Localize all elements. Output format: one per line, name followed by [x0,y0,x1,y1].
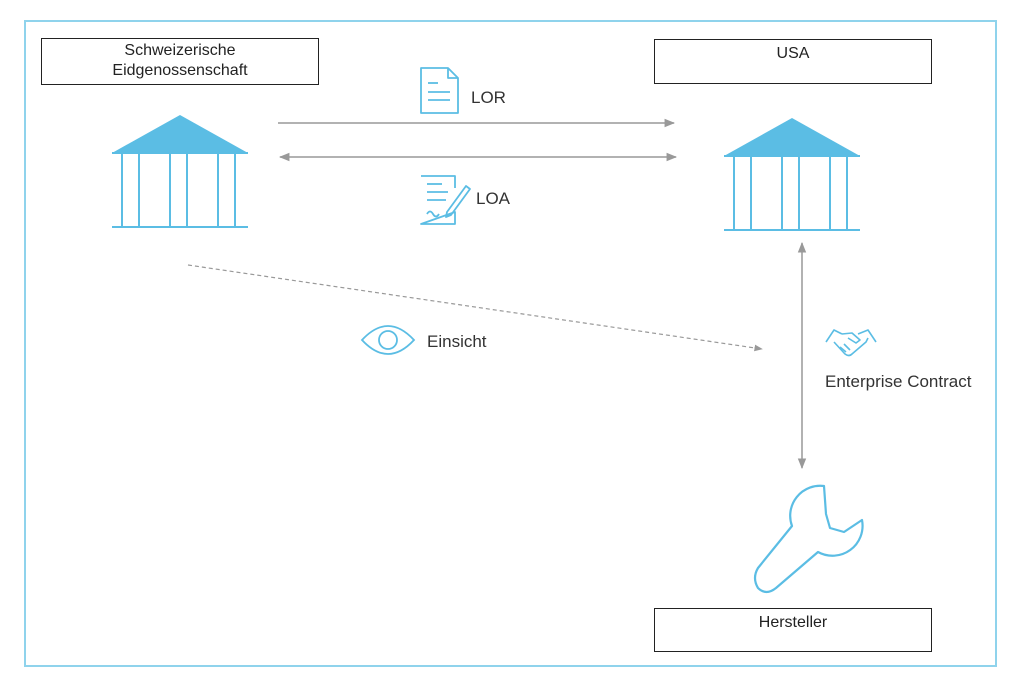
einsicht-label: Einsicht [427,332,487,351]
einsicht-arrow [187,264,763,352]
node-label: Hersteller [758,614,828,631]
government-building-icon-swiss [112,115,248,228]
node-label-line1: Schweizerische [124,42,236,59]
lor-label: LOR [471,88,506,107]
signed-document-icon [420,175,471,225]
government-building-icon-usa [724,118,860,231]
eye-icon [360,325,416,355]
node-usa: USA [654,39,932,84]
enterprise-contract-label: Enterprise Contract [825,372,972,391]
node-hersteller: Hersteller [654,608,932,652]
node-label: USA [776,45,810,62]
handshake-icon [825,329,877,357]
node-label-line2: Eidgenossenschaft [112,62,248,79]
document-icon [420,67,459,114]
node-schweizerische-eidgenossenschaft: Schweizerische Eidgenossenschaft [41,38,319,85]
wrench-icon [753,484,864,594]
loa-label: LOA [476,189,511,208]
diagram-frame [24,20,997,667]
